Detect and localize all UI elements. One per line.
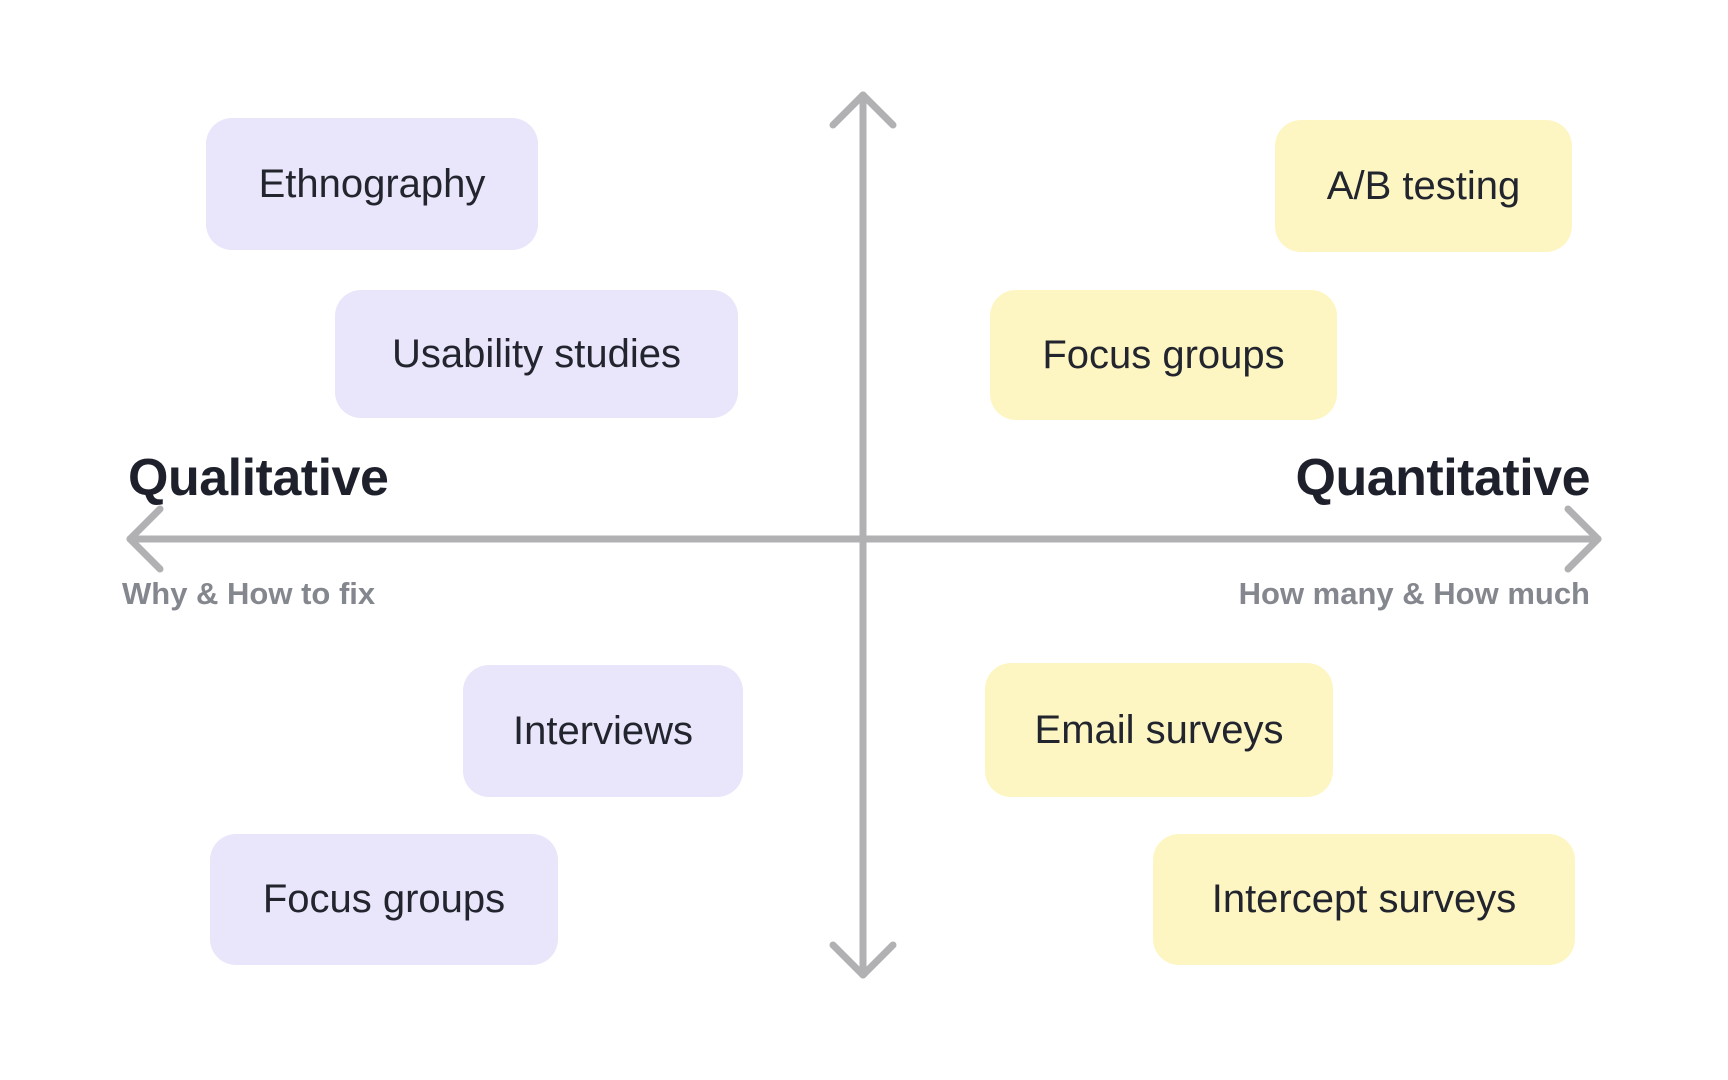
up-arrowhead-icon bbox=[829, 91, 897, 129]
card-focus-groups-qual[interactable]: Focus groups bbox=[210, 834, 558, 965]
axis-subtitle-quantitative: How many & How much bbox=[1238, 576, 1590, 611]
right-arrowhead-icon bbox=[1564, 505, 1602, 573]
card-email-surveys[interactable]: Email surveys bbox=[985, 663, 1333, 797]
axis-subtitle-qualitative: Why & How to fix bbox=[122, 576, 376, 611]
card-focus-groups-quant[interactable]: Focus groups bbox=[990, 290, 1337, 420]
axis-title-qualitative: Qualitative bbox=[128, 449, 389, 507]
card-usability-studies[interactable]: Usability studies bbox=[335, 290, 738, 418]
axis-title-quantitative: Quantitative bbox=[1295, 449, 1591, 507]
card-interviews[interactable]: Interviews bbox=[463, 665, 743, 797]
down-arrowhead-icon bbox=[829, 941, 897, 979]
left-arrowhead-icon bbox=[126, 505, 164, 573]
card-intercept-surveys[interactable]: Intercept surveys bbox=[1153, 834, 1575, 965]
card-ethnography[interactable]: Ethnography bbox=[206, 118, 538, 250]
card-ab-testing[interactable]: A/B testing bbox=[1275, 120, 1572, 252]
